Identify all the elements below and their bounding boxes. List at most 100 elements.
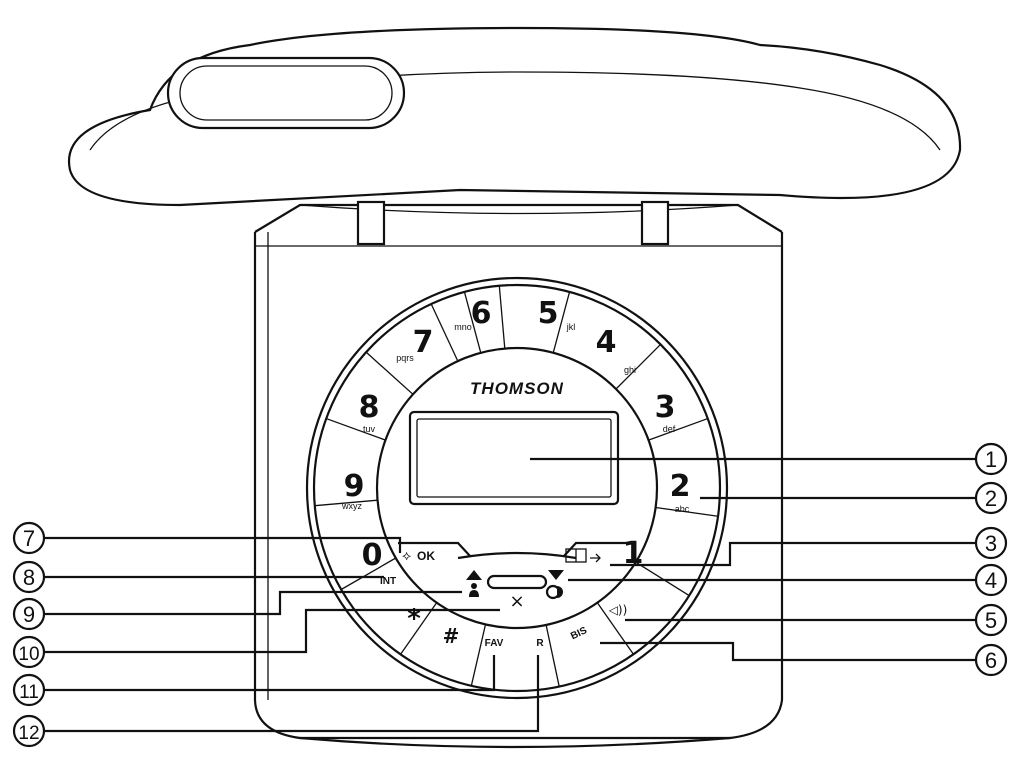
key-9[interactable]: 9 wxyz	[341, 469, 364, 511]
callout-number: 8	[23, 565, 35, 590]
key-3-digit: 3	[655, 390, 676, 425]
phone-base	[253, 232, 784, 749]
key-3[interactable]: 3 def	[655, 390, 676, 434]
callout-leader-line	[45, 536, 402, 553]
key-1-digit: 1	[623, 536, 644, 571]
callout-number: 3	[985, 531, 997, 556]
star-symbol: *	[407, 604, 421, 634]
key-separator	[463, 291, 482, 353]
key-3-letters: def	[663, 424, 676, 434]
brand-logo: THOMSON	[470, 379, 564, 398]
key-5[interactable]: 5 jkl	[538, 296, 576, 332]
callout-leader-line	[45, 590, 462, 616]
key-7[interactable]: 7 pqrs	[396, 325, 433, 363]
key-5-letters: jkl	[566, 322, 576, 332]
key-6[interactable]: 6 mno	[454, 296, 491, 332]
key-separator	[430, 303, 459, 362]
key-8-digit: 8	[359, 390, 380, 425]
callout-number: 11	[19, 682, 39, 703]
favorites-key[interactable]: FAV	[485, 638, 504, 649]
key-0[interactable]: 0 INT	[362, 538, 396, 587]
key-5-digit: 5	[538, 296, 559, 331]
hash-symbol: #	[443, 624, 460, 648]
key-separator	[635, 561, 690, 597]
handset-cradle	[254, 200, 783, 246]
key-separator	[340, 557, 397, 591]
recall-label: R	[536, 638, 544, 649]
fav-label: FAV	[485, 638, 504, 649]
keypad-ring	[305, 276, 729, 700]
up-arrow-icon	[466, 570, 482, 580]
callout-leader-line	[600, 641, 975, 662]
callout-circle	[12, 673, 46, 707]
key-separator	[470, 624, 487, 686]
key-separator	[498, 285, 506, 349]
speaker-key[interactable]: ◁))	[608, 603, 628, 617]
key-separator	[545, 624, 560, 687]
callout-number: 10	[18, 644, 39, 665]
callout-number: 12	[18, 723, 39, 744]
key-9-letters: wxyz	[341, 501, 362, 511]
star-key[interactable]: *	[407, 604, 421, 634]
key-9-digit: 9	[344, 469, 365, 504]
key-2[interactable]: 2 abc	[670, 469, 691, 514]
callout-circle	[12, 635, 46, 669]
callout-circle	[12, 560, 46, 594]
callout-circle	[12, 714, 46, 748]
callout-number: 9	[23, 602, 35, 627]
ok-button[interactable]: ⟡ OK	[398, 541, 471, 564]
navigation-pad[interactable]: ×	[457, 551, 577, 612]
bis-label: BIS	[569, 625, 589, 642]
handset	[67, 26, 962, 207]
key-separator	[314, 499, 378, 507]
callout-number: 2	[985, 486, 997, 511]
microphone-slot	[486, 574, 548, 590]
key-separator	[365, 351, 414, 395]
key-separator	[552, 291, 571, 353]
key-separator	[648, 417, 708, 441]
callout-circle	[12, 521, 46, 555]
callout-leader-line	[45, 608, 500, 654]
callout-circle	[974, 563, 1008, 597]
callout-circle	[974, 526, 1008, 560]
recall-key[interactable]: R	[536, 638, 544, 649]
key-separator	[655, 506, 719, 517]
callout-number: 7	[23, 526, 35, 551]
key-7-letters: pqrs	[396, 353, 414, 363]
hash-key[interactable]: #	[443, 624, 460, 648]
down-arrow-button[interactable]	[545, 570, 564, 600]
callout-circle	[974, 643, 1008, 677]
callout-number: 1	[985, 447, 997, 472]
ok-label: OK	[417, 549, 435, 563]
phonebook-button[interactable]	[563, 541, 632, 563]
callout-number: 5	[985, 608, 997, 633]
key-0-digit: 0	[362, 538, 383, 573]
redial-key[interactable]: BIS	[569, 625, 589, 642]
navigation-icon: ⟡	[402, 548, 411, 564]
key-4-digit: 4	[596, 325, 617, 360]
callout-number: 4	[985, 568, 997, 593]
key-separator	[615, 343, 662, 390]
key-4[interactable]: 4 ghi	[596, 325, 636, 375]
key-separator	[400, 602, 438, 655]
contact-person-icon	[471, 583, 477, 589]
callout-number: 6	[985, 648, 997, 673]
cancel-icon: ×	[509, 591, 524, 612]
key-4-letters: ghi	[624, 365, 636, 375]
callout-circle	[974, 603, 1008, 637]
key-2-letters: abc	[675, 504, 690, 514]
callout-leader-line	[45, 655, 540, 733]
up-arrow-button[interactable]	[466, 570, 482, 597]
earpiece-grille	[166, 56, 406, 130]
callout-circle	[974, 442, 1008, 476]
callout-circle	[12, 597, 46, 631]
callout-circle	[974, 481, 1008, 515]
key-8-letters: tuv	[363, 424, 376, 434]
key-7-digit: 7	[413, 325, 434, 360]
key-1[interactable]: 1	[623, 536, 644, 571]
key-6-digit: 6	[471, 296, 492, 331]
key-8[interactable]: 8 tuv	[359, 390, 380, 434]
